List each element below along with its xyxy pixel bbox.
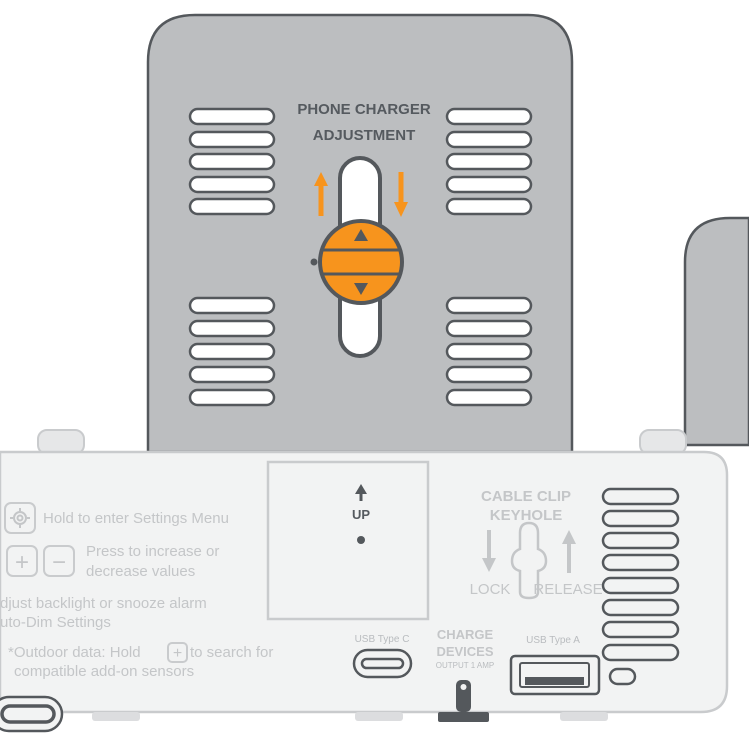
charge-devices-line2: DEVICES [436, 644, 493, 659]
vent-slots-left-lower [188, 296, 276, 407]
left-port[interactable] [0, 695, 64, 733]
arrow-down-icon [394, 172, 408, 217]
cable-clip-keyhole[interactable] [510, 521, 548, 600]
cable-clip-title-line1: CABLE CLIP [481, 488, 571, 505]
gear-button[interactable] [4, 502, 36, 534]
usb-a-port[interactable] [509, 654, 601, 696]
vent-slots-right-lower [445, 296, 533, 407]
outdoor-plus-button[interactable]: + [167, 642, 188, 663]
cable-post [438, 680, 489, 722]
usb-c-label: USB Type C [355, 634, 410, 645]
battery-door-dot [357, 536, 365, 544]
minus-symbol: − [52, 549, 66, 576]
charge-devices-output: OUTPUT 1 AMP [436, 661, 495, 670]
usb-c-port[interactable] [352, 648, 413, 679]
release-arrow-icon [562, 530, 576, 573]
adjustment-knob[interactable] [318, 219, 404, 305]
battery-door[interactable] [266, 460, 430, 621]
vent-slots-right-upper [445, 107, 533, 216]
adjust-instruction-line1: djust backlight or snooze alarm [0, 595, 207, 612]
phone-charger-title-line2: ADJUSTMENT [313, 127, 416, 144]
alignment-dot [310, 258, 318, 266]
arrow-up-icon [314, 172, 328, 216]
outdoor-instruction-part2: to search for [190, 644, 273, 661]
press-instruction-line1: Press to increase or [86, 543, 219, 560]
cable-clip-title-line2: KEYHOLE [490, 507, 563, 524]
vent-slots-base [601, 487, 680, 686]
gear-icon [10, 508, 30, 528]
plus-symbol: + [15, 549, 29, 576]
door-up-arrow-icon [355, 484, 367, 501]
cable-clip-release-label: RELEASE [533, 581, 602, 598]
adjust-instruction-line2: uto-Dim Settings [0, 614, 111, 631]
base-feet [92, 712, 608, 721]
cable-clip-lock-label: LOCK [470, 581, 511, 598]
press-instruction-line2: decrease values [86, 563, 195, 580]
battery-door-label: UP [352, 507, 370, 522]
lock-arrow-icon [482, 530, 496, 572]
knob-up-triangle-icon [354, 229, 368, 241]
outdoor-instruction-part1: *Outdoor data: Hold [8, 644, 141, 661]
outdoor-instruction-line2: compatible add-on sensors [14, 663, 194, 680]
right-housing-edge [683, 216, 749, 447]
plus-button[interactable]: + [6, 545, 38, 577]
knob-down-triangle-icon [354, 283, 368, 295]
phone-charger-title-line1: PHONE CHARGER [297, 101, 431, 118]
settings-instruction: Hold to enter Settings Menu [43, 510, 229, 527]
vent-slots-left-upper [188, 107, 276, 216]
usb-a-label: USB Type A [526, 635, 580, 646]
minus-button[interactable]: − [43, 545, 75, 577]
charge-devices-line1: CHARGE [437, 627, 494, 642]
outdoor-plus-symbol: + [173, 645, 182, 662]
